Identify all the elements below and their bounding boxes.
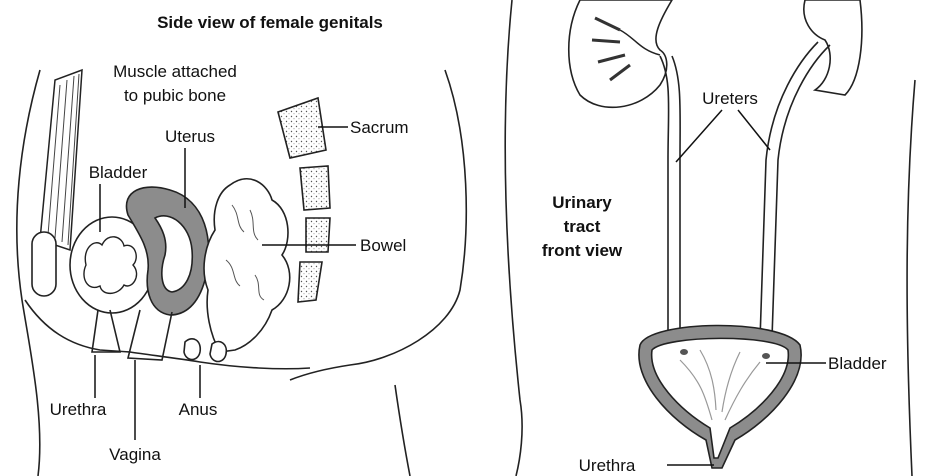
side-bowel — [204, 179, 290, 352]
side-view-panel: Side view of female genitals — [17, 13, 466, 476]
right-ureter-outer — [760, 42, 818, 340]
urethra-passage — [92, 310, 120, 352]
label-muscle-1: Muscle attached — [113, 62, 237, 81]
urinary-title-line1: Urinary — [552, 193, 612, 212]
pubic-muscle — [40, 70, 82, 250]
label-urethra-right: Urethra — [579, 456, 636, 475]
pubic-bone — [32, 232, 56, 296]
urinary-tract-panel: Ureters Urinary tract front view Bladder… — [505, 0, 915, 476]
label-urethra-left: Urethra — [50, 400, 107, 419]
label-uterus: Uterus — [165, 127, 215, 146]
left-ureter-inner — [672, 56, 680, 338]
urinary-title-line3: front view — [542, 241, 623, 260]
ureters-leader-right — [738, 110, 770, 150]
left-kidney — [569, 0, 672, 107]
left-ureter-outer — [660, 56, 669, 340]
torso-right-outline — [907, 80, 915, 476]
torso-left-outline — [505, 0, 522, 476]
anus-shape — [184, 339, 200, 360]
label-anus: Anus — [179, 400, 218, 419]
side-view-title: Side view of female genitals — [157, 13, 383, 32]
label-bowel: Bowel — [360, 236, 406, 255]
anus-shape-2 — [210, 342, 226, 362]
label-sacrum: Sacrum — [350, 118, 409, 137]
label-ureters: Ureters — [702, 89, 758, 108]
urinary-title-line2: tract — [564, 217, 601, 236]
label-bladder-right: Bladder — [828, 354, 887, 373]
label-vagina: Vagina — [109, 445, 161, 464]
label-bladder-left: Bladder — [89, 163, 148, 182]
thigh-outline — [395, 385, 410, 476]
label-muscle-2: to pubic bone — [124, 86, 226, 105]
ureters-leader-left — [676, 110, 722, 162]
front-bladder — [639, 325, 801, 468]
